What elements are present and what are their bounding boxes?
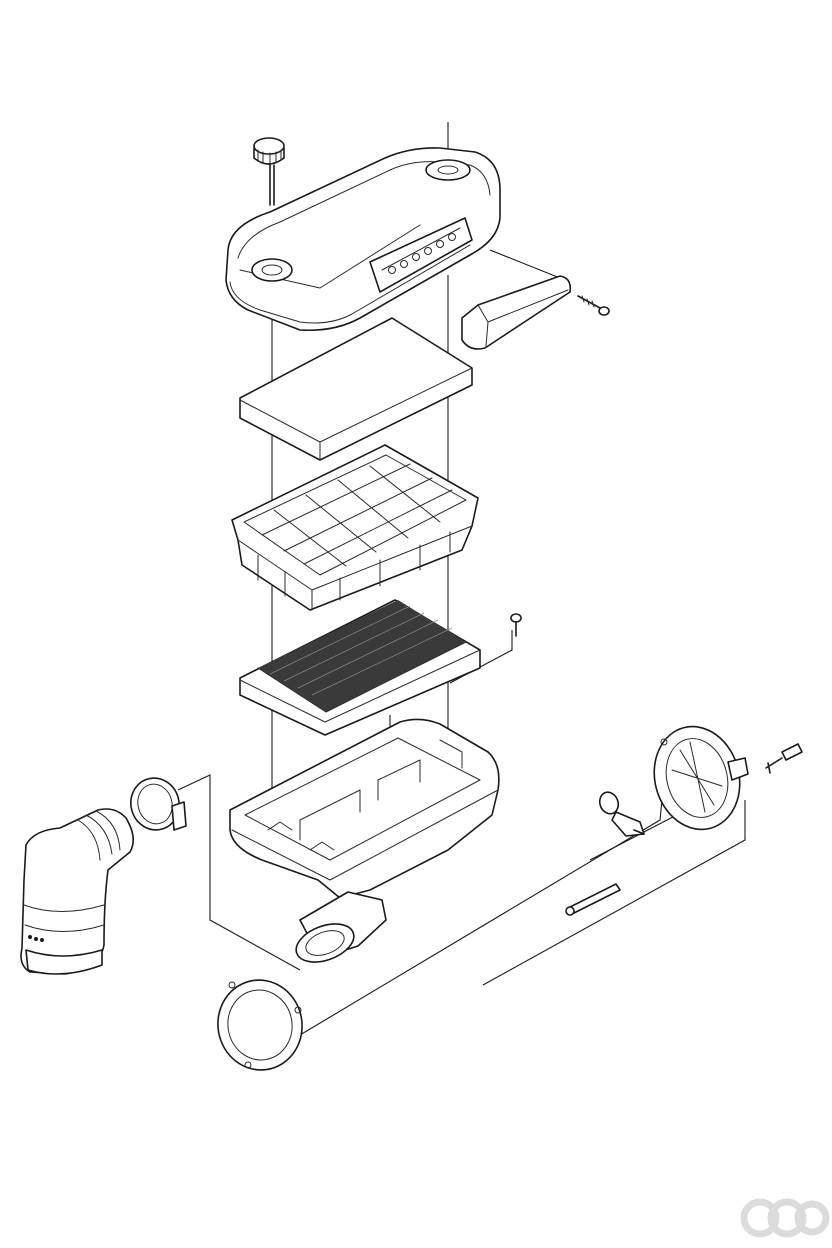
top-cover	[225, 147, 501, 332]
sensor-connector	[765, 743, 803, 774]
watermark-logo	[740, 1198, 830, 1238]
small-bolt	[510, 613, 522, 637]
throttle-body	[653, 725, 749, 831]
oil-filler-cap	[253, 137, 285, 206]
intake-elbow-hose	[20, 808, 134, 975]
pleated-filter-element	[257, 600, 467, 713]
shaft-pin	[565, 883, 621, 916]
butterfly-valve	[598, 791, 645, 837]
hose-clamp	[130, 777, 187, 831]
upper-filter-pad	[239, 317, 473, 461]
lower-housing	[229, 718, 500, 899]
gasket-ring	[217, 979, 303, 1071]
outlet-tube	[295, 891, 387, 963]
grid-frame	[231, 444, 479, 611]
side-bracket	[461, 275, 572, 350]
mounting-screw	[577, 295, 610, 316]
